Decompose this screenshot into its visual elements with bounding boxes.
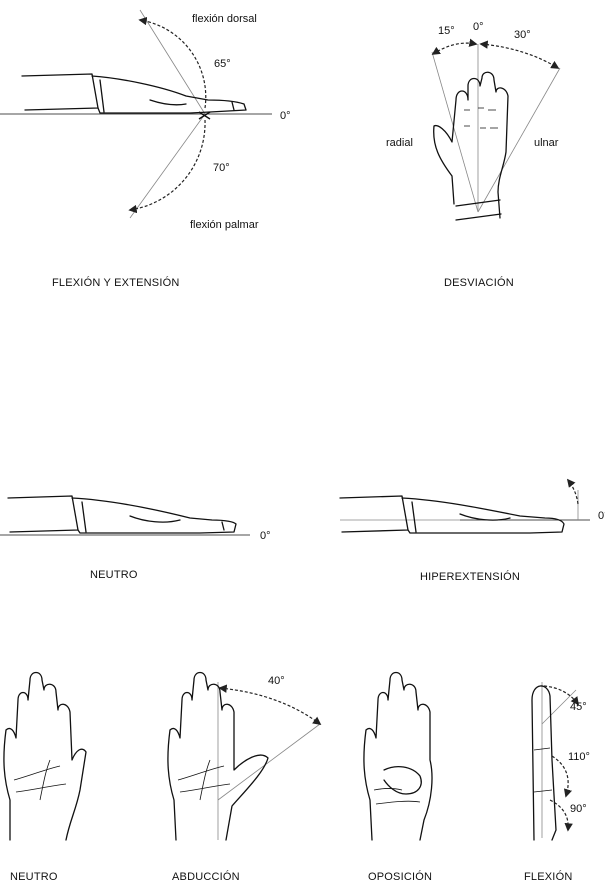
oposicion-panel: OPOSICIÓN [364, 673, 432, 884]
angle-90: 90° [570, 803, 587, 815]
angle-40: 40° [268, 675, 285, 687]
angle-zero-neutro: 0° [260, 530, 271, 542]
hiperextension-panel: 0° HIPEREXTENSIÓN [340, 480, 605, 583]
angle-zero-desviacion: 0° [473, 21, 484, 33]
angle-110: 110° [568, 751, 590, 763]
label-flexion-palmar: flexión palmar [190, 219, 259, 231]
caption-neutro-hand: NEUTRO [10, 871, 58, 883]
flexion-panel: 45° 110° 90° FLEXIÓN [524, 682, 590, 883]
angle-30: 30° [514, 29, 531, 41]
flexion-extension-panel: flexión dorsal 65° 0° 70° flexión palmar… [0, 10, 291, 289]
label-flexion-dorsal: flexión dorsal [192, 13, 257, 25]
caption-abduccion: ABDUCCIÓN [172, 870, 240, 883]
angle-15: 15° [438, 25, 455, 37]
angle-zero-hiperextension: 0° [598, 510, 605, 522]
label-ulnar: ulnar [534, 137, 559, 149]
angle-70: 70° [213, 162, 230, 174]
neutro-hand-panel: NEUTRO [4, 673, 86, 884]
caption-oposicion: OPOSICIÓN [368, 870, 432, 883]
angle-zero-flexion: 0° [280, 110, 291, 122]
abduccion-panel: 40° ABDUCCIÓN [168, 673, 320, 884]
caption-hiperextension: HIPEREXTENSIÓN [420, 570, 520, 583]
angle-45: 45° [570, 701, 587, 713]
caption-flexion-extension: FLEXIÓN Y EXTENSIÓN [52, 276, 180, 289]
caption-neutro-lateral: NEUTRO [90, 569, 138, 581]
caption-flexion: FLEXIÓN [524, 870, 572, 883]
caption-desviacion: DESVIACIÓN [444, 276, 514, 289]
label-radial: radial [386, 137, 413, 149]
angle-65: 65° [214, 58, 231, 70]
desviacion-panel: 15° 0° 30° radial ulnar DESVIACIÓN [386, 21, 560, 289]
neutro-lateral-panel: 0° NEUTRO [0, 496, 271, 581]
